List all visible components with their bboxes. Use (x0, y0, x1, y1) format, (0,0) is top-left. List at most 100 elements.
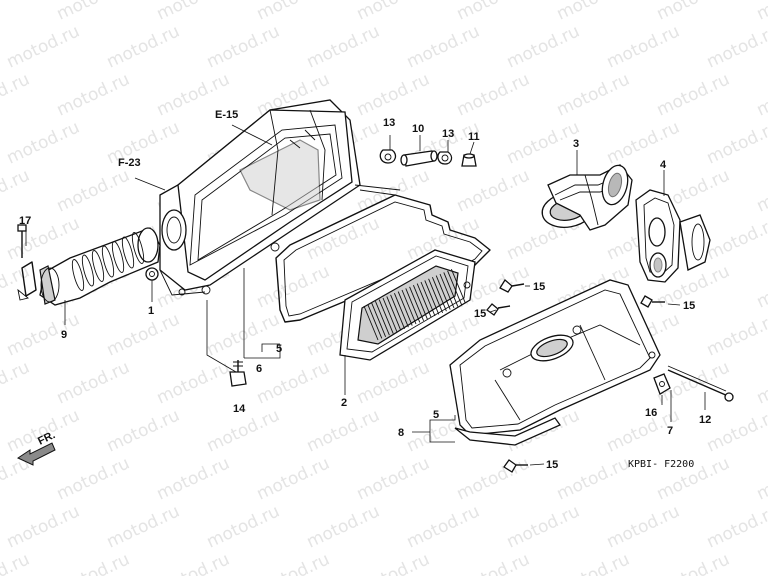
label-part-15d: 15 (546, 459, 558, 471)
filter-pleat (435, 275, 451, 310)
watermark-text: motod.ru (404, 501, 483, 552)
filter-pleat (409, 286, 425, 321)
watermark-text: motod.ru (0, 0, 33, 25)
label-part-16: 16 (645, 407, 657, 419)
watermark-text: motod.ru (704, 405, 768, 456)
filter-pleat (371, 302, 387, 337)
watermark-text: motod.ru (4, 309, 83, 360)
watermark-text: motod.ru (104, 117, 183, 168)
watermark-text: motod.ru (554, 69, 633, 120)
cap-11 (461, 153, 477, 167)
watermark-text: motod.ru (304, 501, 383, 552)
filter-pleat (428, 278, 444, 313)
clip-13a (379, 149, 397, 164)
duct-rib (101, 245, 115, 278)
watermark-text: motod.ru (754, 261, 768, 312)
label-part-7: 7 (667, 425, 673, 437)
tube-10 (400, 150, 438, 167)
housing-gasket (275, 184, 491, 323)
air-filter-element (339, 249, 476, 361)
watermark-text: motod.ru (0, 357, 33, 408)
watermark-text: motod.ru (704, 501, 768, 552)
watermark-text: motod.ru (0, 261, 33, 312)
air-cleaner-housing (159, 99, 361, 296)
duct-rib (81, 254, 95, 287)
screw-15c (640, 295, 665, 308)
watermark-text: motod.ru (54, 165, 133, 216)
watermark-text: motod.ru (604, 501, 683, 552)
filter-pleat (367, 304, 383, 339)
label-part-3: 3 (573, 138, 579, 150)
watermark-text: motod.ru (504, 21, 583, 72)
watermark-text: motod.ru (154, 357, 233, 408)
filter-pleat (405, 288, 421, 323)
watermark-text: motod.ru (354, 453, 433, 504)
ref-f23: F-23 (118, 157, 141, 169)
filter-pleat (447, 270, 463, 305)
watermark-text: motod.ru (104, 21, 183, 72)
label-part-15c: 15 (683, 300, 695, 312)
watermark-text: motod.ru (4, 501, 83, 552)
watermark-text: motod.ru (104, 501, 183, 552)
watermark-text: motod.ru (54, 453, 133, 504)
watermark-text: motod.ru (0, 165, 33, 216)
watermark-text: motod.ru (54, 357, 133, 408)
leader-lines (25, 124, 706, 466)
front-arrow (16, 442, 56, 466)
watermark-text: motod.ru (504, 117, 583, 168)
filter-pleat (393, 293, 409, 328)
watermark-text: motod.ru (254, 357, 333, 408)
watermark-text: motod.ru (454, 0, 533, 25)
label-part-2: 2 (341, 397, 347, 409)
filter-pleat (386, 296, 402, 331)
watermark-text: motod.ru (454, 453, 533, 504)
watermark-text: motod.ru (554, 453, 633, 504)
watermark-text: motod.ru (604, 117, 683, 168)
watermark-text: motod.ru (0, 549, 33, 576)
watermark-text: motod.ru (654, 549, 733, 576)
filter-pleat (439, 273, 455, 309)
watermark-text: motod.ru (354, 357, 433, 408)
connecting-tube-3 (541, 164, 633, 231)
watermark-text: motod.ru (304, 405, 383, 456)
clip-13b (437, 151, 453, 165)
label-part-9: 9 (61, 329, 67, 341)
duct-rib (131, 232, 145, 264)
watermark-text: motod.ru (54, 69, 133, 120)
label-part-14: 14 (233, 403, 246, 415)
diagram-code: KPBI- F2200 (628, 459, 694, 470)
watermark-text: motod.ru (704, 309, 768, 360)
watermark-text: motod.ru (754, 549, 768, 576)
watermark-text: motod.ru (704, 213, 768, 264)
watermark-text: motod.ru (704, 21, 768, 72)
watermark-text: motod.ru (254, 549, 333, 576)
screw-15b (486, 303, 511, 316)
filter-pleat (431, 277, 447, 312)
ref-e15: E-15 (215, 109, 238, 121)
label-part-1: 1 (148, 305, 154, 317)
label-part-8: 8 (398, 427, 404, 439)
watermark-text: motod.ru (604, 21, 683, 72)
label-part-6: 6 (256, 363, 262, 375)
filter-pleat (416, 283, 432, 318)
label-part-12: 12 (699, 414, 711, 426)
filter-pleat (443, 272, 459, 307)
filter-pleats (363, 269, 466, 341)
part-labels: E-15 F-23 1 2 3 4 5 5 6 7 8 9 10 11 12 1… (19, 109, 711, 471)
bolt-1 (145, 267, 159, 281)
filter-pleat (424, 280, 440, 315)
watermark-text: motod.ru (404, 21, 483, 72)
screw-15d (503, 459, 528, 473)
watermark-text: motod.ru (204, 21, 283, 72)
watermark-text: motod.ru (304, 21, 383, 72)
watermark-text: motod.ru (754, 69, 768, 120)
filter-pleat (450, 269, 466, 304)
label-part-5b: 5 (433, 409, 439, 421)
watermark-text: motod.ru (454, 69, 533, 120)
label-part-11: 11 (468, 131, 480, 143)
watermark-text: motod.ru (4, 213, 83, 264)
watermark-text: motod.ru (104, 309, 183, 360)
label-part-17: 17 (19, 215, 31, 227)
